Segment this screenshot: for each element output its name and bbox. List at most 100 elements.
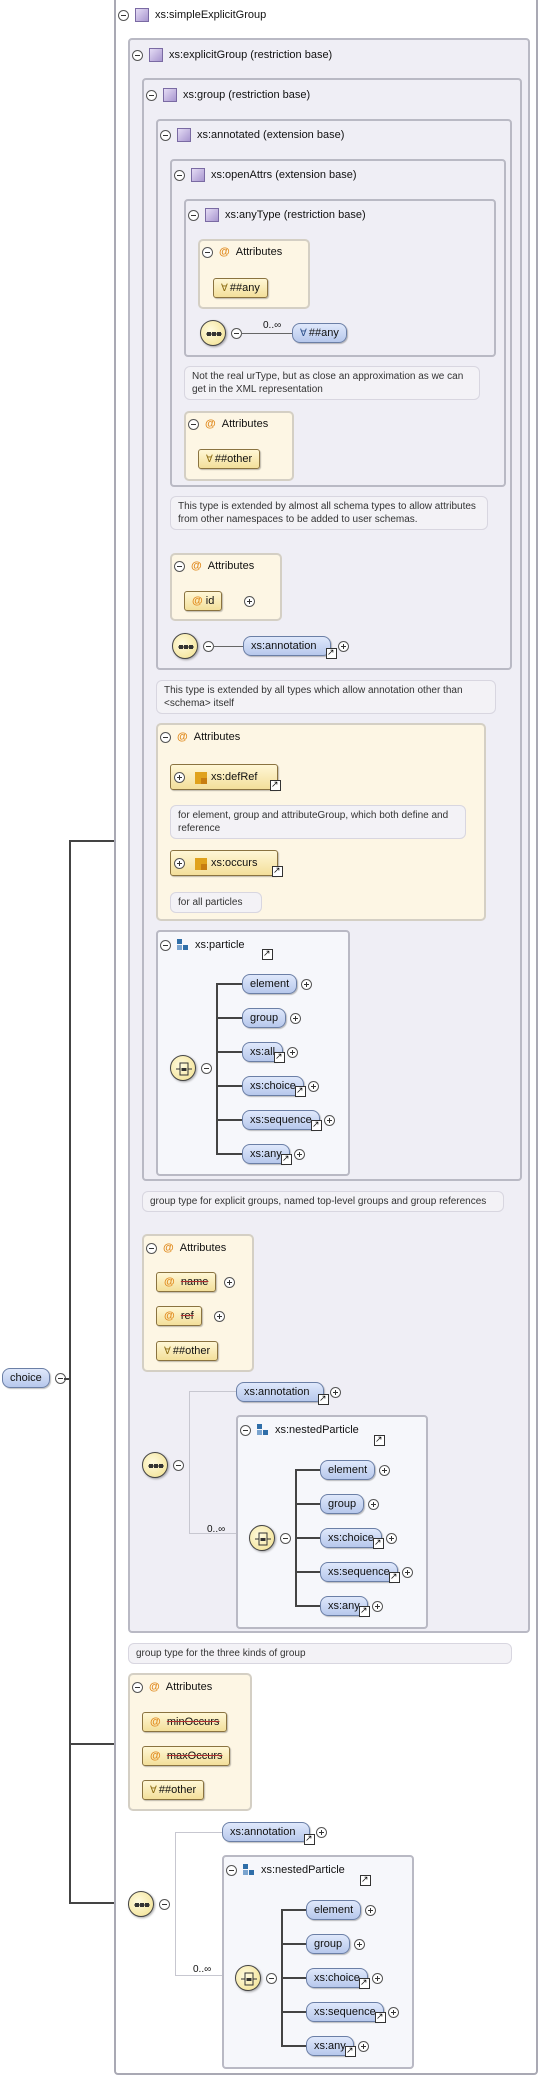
openAttrs-attributes-header[interactable]: @ Attributes: [188, 418, 268, 430]
collapse-icon[interactable]: [226, 1864, 237, 1876]
any-attribute-wildcard[interactable]: ∀##any: [213, 278, 268, 298]
expand-icon[interactable]: [316, 1827, 327, 1838]
collapse-icon[interactable]: [174, 560, 185, 572]
collapse-sequence-icon[interactable]: [159, 1899, 170, 1910]
explicitGroup-attributes-header[interactable]: @ Attributes: [146, 1242, 226, 1254]
occurs-attribute-group[interactable]: xs:occurs: [170, 850, 279, 876]
link-icon[interactable]: [373, 1538, 384, 1549]
particle-item-element[interactable]: element: [320, 1460, 376, 1480]
collapse-choice-icon[interactable]: [280, 1533, 291, 1544]
sequence-compositor-icon[interactable]: [142, 1452, 168, 1478]
link-icon[interactable]: [311, 1120, 322, 1131]
simpleExplicitGroup-header[interactable]: xs:simpleExplicitGroup: [118, 8, 266, 22]
sequence-compositor-icon[interactable]: [200, 320, 226, 346]
group-header[interactable]: xs:group (restriction base): [146, 88, 310, 102]
particle-item-xs-sequence[interactable]: xs:sequence: [306, 2002, 384, 2022]
collapse-icon[interactable]: [174, 169, 185, 181]
openAttrs-header[interactable]: xs:openAttrs (extension base): [174, 168, 357, 182]
collapse-choice-icon[interactable]: [266, 1973, 277, 1984]
link-icon[interactable]: [272, 866, 283, 877]
annotation-element[interactable]: xs:annotation: [236, 1382, 325, 1402]
expand-icon[interactable]: [330, 1387, 341, 1398]
expand-icon[interactable]: [368, 1499, 379, 1510]
expand-icon[interactable]: [379, 1465, 390, 1476]
link-icon[interactable]: [345, 2046, 356, 2057]
name-attribute[interactable]: @ name: [156, 1272, 217, 1292]
particle-item-group[interactable]: group: [242, 1008, 287, 1028]
expand-icon[interactable]: [354, 1939, 365, 1950]
root-element-choice[interactable]: choice: [2, 1368, 50, 1388]
expand-icon[interactable]: [372, 1601, 383, 1612]
collapse-icon[interactable]: [240, 1424, 251, 1436]
expand-icon[interactable]: [224, 1277, 235, 1288]
link-icon[interactable]: [360, 1875, 371, 1886]
other-attribute-wildcard[interactable]: ∀##other: [142, 1780, 205, 1800]
collapse-icon[interactable]: [202, 246, 213, 258]
expand-icon[interactable]: [174, 858, 185, 869]
annotation-element[interactable]: xs:annotation: [222, 1822, 311, 1842]
particle-item-xs-any[interactable]: xs:any: [320, 1596, 368, 1616]
collapse-icon[interactable]: [146, 89, 157, 101]
expand-icon[interactable]: [301, 979, 312, 990]
expand-icon[interactable]: [386, 1533, 397, 1544]
link-icon[interactable]: [374, 1435, 385, 1446]
particle-header[interactable]: xs:particle: [160, 939, 245, 951]
particle-item-xs-choice[interactable]: xs:choice: [242, 1076, 304, 1096]
expand-icon[interactable]: [338, 641, 349, 652]
collapse-icon[interactable]: [132, 49, 143, 61]
sequence-compositor-icon[interactable]: [172, 633, 198, 659]
other-attribute-wildcard[interactable]: ∀##other: [198, 449, 261, 469]
particle-item-element[interactable]: element: [306, 1900, 362, 1920]
link-icon[interactable]: [270, 780, 281, 791]
expand-icon[interactable]: [294, 1149, 305, 1160]
explicitGroup-header[interactable]: xs:explicitGroup (restriction base): [132, 48, 332, 62]
link-icon[interactable]: [281, 1154, 292, 1165]
link-icon[interactable]: [304, 1834, 315, 1845]
particle-item-xs-sequence[interactable]: xs:sequence: [320, 1562, 398, 1582]
simpleExplicitGroup-attributes-header[interactable]: @ Attributes: [132, 1681, 212, 1693]
link-icon[interactable]: [359, 1978, 370, 1989]
expand-icon[interactable]: [324, 1115, 335, 1126]
expand-icon[interactable]: [214, 1311, 225, 1322]
link-icon[interactable]: [326, 648, 337, 659]
collapse-icon[interactable]: [160, 939, 171, 951]
expand-icon[interactable]: [244, 596, 255, 607]
anyType-header[interactable]: xs:anyType (restriction base): [188, 208, 366, 222]
collapse-icon[interactable]: [118, 9, 129, 21]
annotated-attributes-header[interactable]: @ Attributes: [174, 560, 254, 572]
group-attributes-header[interactable]: @ Attributes: [160, 731, 240, 743]
particle-item-group[interactable]: group: [320, 1494, 365, 1514]
expand-icon[interactable]: [402, 1567, 413, 1578]
collapse-icon[interactable]: [188, 418, 199, 430]
collapse-sequence-icon[interactable]: [173, 1460, 184, 1471]
expand-icon[interactable]: [174, 772, 185, 783]
choice-compositor-icon[interactable]: [235, 1965, 261, 1991]
link-icon[interactable]: [295, 1086, 306, 1097]
minOccurs-attribute[interactable]: @ minOccurs: [142, 1712, 228, 1732]
particle-item-xs-any[interactable]: xs:any: [242, 1144, 290, 1164]
ref-attribute[interactable]: @ ref: [156, 1306, 202, 1326]
link-icon[interactable]: [262, 949, 273, 960]
annotated-header[interactable]: xs:annotated (extension base): [160, 128, 344, 142]
sequence-compositor-icon[interactable]: [128, 1891, 154, 1917]
expand-icon[interactable]: [308, 1081, 319, 1092]
link-icon[interactable]: [389, 1572, 400, 1583]
collapse-icon[interactable]: [132, 1681, 143, 1693]
collapse-choice-icon[interactable]: [201, 1063, 212, 1074]
expand-icon[interactable]: [388, 2007, 399, 2018]
link-icon[interactable]: [274, 1052, 285, 1063]
collapse-icon[interactable]: [160, 129, 171, 141]
particle-item-xs-all[interactable]: xs:all: [242, 1042, 284, 1062]
annotation-element[interactable]: xs:annotation: [243, 636, 332, 656]
particle-item-xs-choice[interactable]: xs:choice: [320, 1528, 382, 1548]
expand-icon[interactable]: [372, 1973, 383, 1984]
expand-icon[interactable]: [287, 1047, 298, 1058]
link-icon[interactable]: [375, 2012, 386, 2023]
nestedParticle-header[interactable]: xs:nestedParticle: [240, 1424, 359, 1436]
particle-item-group[interactable]: group: [306, 1934, 351, 1954]
anyType-attributes-header[interactable]: @ Attributes: [202, 246, 282, 258]
choice-compositor-icon[interactable]: [170, 1055, 196, 1081]
nestedParticle-header[interactable]: xs:nestedParticle: [226, 1864, 345, 1876]
choice-compositor-icon[interactable]: [249, 1525, 275, 1551]
defRef-attribute-group[interactable]: xs:defRef: [170, 764, 279, 790]
